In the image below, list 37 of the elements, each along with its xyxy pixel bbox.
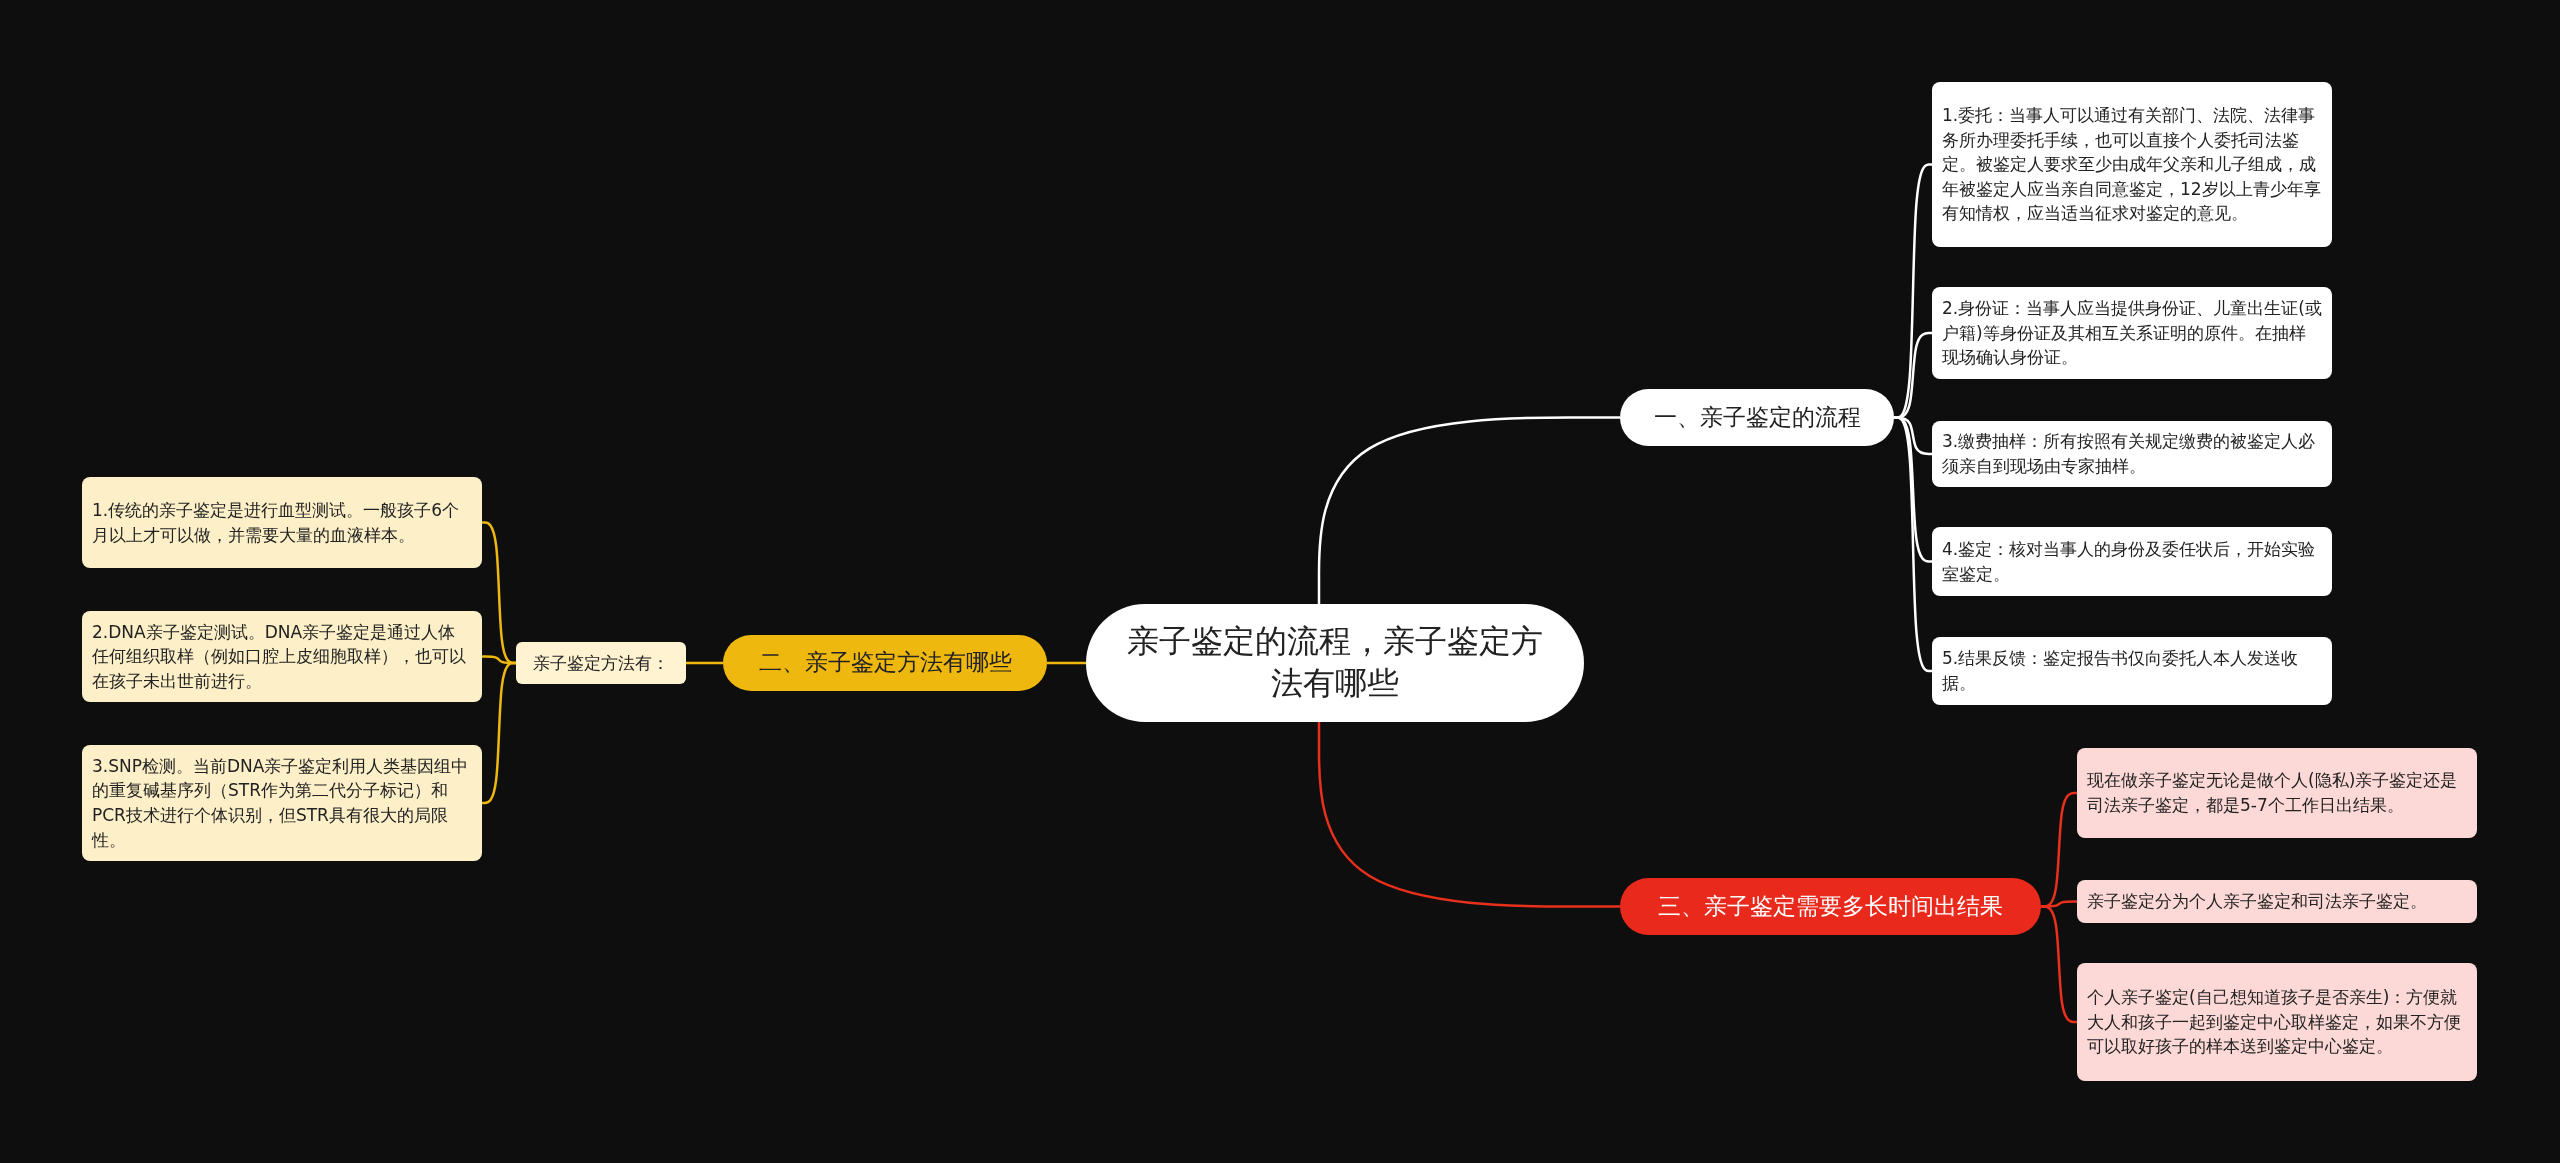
topic-text: 一、亲子鉴定的流程 bbox=[1653, 402, 1861, 432]
connector-line bbox=[1047, 661, 1086, 665]
connector-line bbox=[1317, 722, 1620, 908]
topic-text: 2.身份证：当事人应当提供身份证、儿童出生证(或户籍)等身份证及其相互关系证明的原件。在抽样现场确认身份证。 bbox=[1942, 297, 2322, 370]
topic-text: 5.结果反馈：鉴定报告书仅向委托人本人发送收据。 bbox=[1942, 647, 2300, 695]
note-card bbox=[1932, 527, 2332, 596]
topic-pill bbox=[1620, 878, 2041, 935]
note-card bbox=[1932, 82, 2332, 247]
note-card bbox=[2077, 880, 2477, 923]
topic-text: 亲子鉴定的流程，亲子鉴定方法有哪些 bbox=[1126, 621, 1544, 704]
topic-text: 3.缴费抽样：所有按照有关规定缴费的被鉴定人必须亲自到现场由专家抽样。 bbox=[1942, 430, 2317, 478]
note-card bbox=[2077, 963, 2477, 1081]
note-card bbox=[1932, 287, 2332, 379]
topic-pill bbox=[723, 635, 1047, 691]
note-card bbox=[2077, 748, 2477, 838]
subtopic-box bbox=[516, 642, 686, 684]
connector-line bbox=[1317, 416, 1620, 604]
topic-pill bbox=[1620, 389, 1894, 446]
note-card bbox=[1932, 637, 2332, 705]
topic-text: 二、亲子鉴定方法有哪些 bbox=[758, 648, 1012, 678]
note-card bbox=[82, 745, 482, 861]
connector-line bbox=[482, 661, 516, 805]
topic-text: 2.DNA亲子鉴定测试。DNA亲子鉴定是通过人体任何组织取样（例如口腔上皮细胞取样），也可以在孩子未出世前进行。 bbox=[92, 620, 467, 693]
topic-text: 三、亲子鉴定需要多长时间出结果 bbox=[1658, 891, 2003, 921]
topic-text: 1.委托：当事人可以通过有关部门、法院、法律事务所办理委托手续，也可以直接个人委托司法鉴定。被鉴定人要求至少由成年父亲和儿子组成，成年被鉴定人应当亲自同意鉴定，12岁以上青少年享有知情权，应当适当征求对鉴定的意见。 bbox=[1942, 103, 2322, 226]
topic-text: 亲子鉴定方法有： bbox=[533, 651, 669, 675]
connector-line bbox=[686, 661, 723, 665]
note-card bbox=[82, 611, 482, 702]
topic-text: 1.传统的亲子鉴定是进行血型测试。一般孩子6个月以上才可以做，并需要大量的血液样本。 bbox=[92, 498, 461, 547]
note-card bbox=[82, 477, 482, 568]
topic-text: 4.鉴定：核对当事人的身份及委任状后，开始实验室鉴定。 bbox=[1942, 537, 2317, 586]
note-card bbox=[1932, 421, 2332, 487]
topic-text: 个人亲子鉴定(自己想知道孩子是否亲生)：方便就大人和孩子一起到鉴定中心取样鉴定，如果不方便可以取好孩子的样本送到鉴定中心鉴定。 bbox=[2087, 986, 2462, 1059]
connector-line bbox=[2041, 905, 2077, 1024]
topic-text: 现在做亲子鉴定无论是做个人(隐私)亲子鉴定还是司法亲子鉴定，都是5-7个工作日出结果。 bbox=[2087, 769, 2459, 817]
topic-text: 亲子鉴定分为个人亲子鉴定和司法亲子鉴定。 bbox=[2087, 890, 2427, 914]
topic-text: 3.SNP检测。当前DNA亲子鉴定利用人类基因组中的重复碱基序列（STR作为第二代分子标记）和PCR技术进行个体识别，但STR具有很大的局限性。 bbox=[92, 754, 470, 852]
